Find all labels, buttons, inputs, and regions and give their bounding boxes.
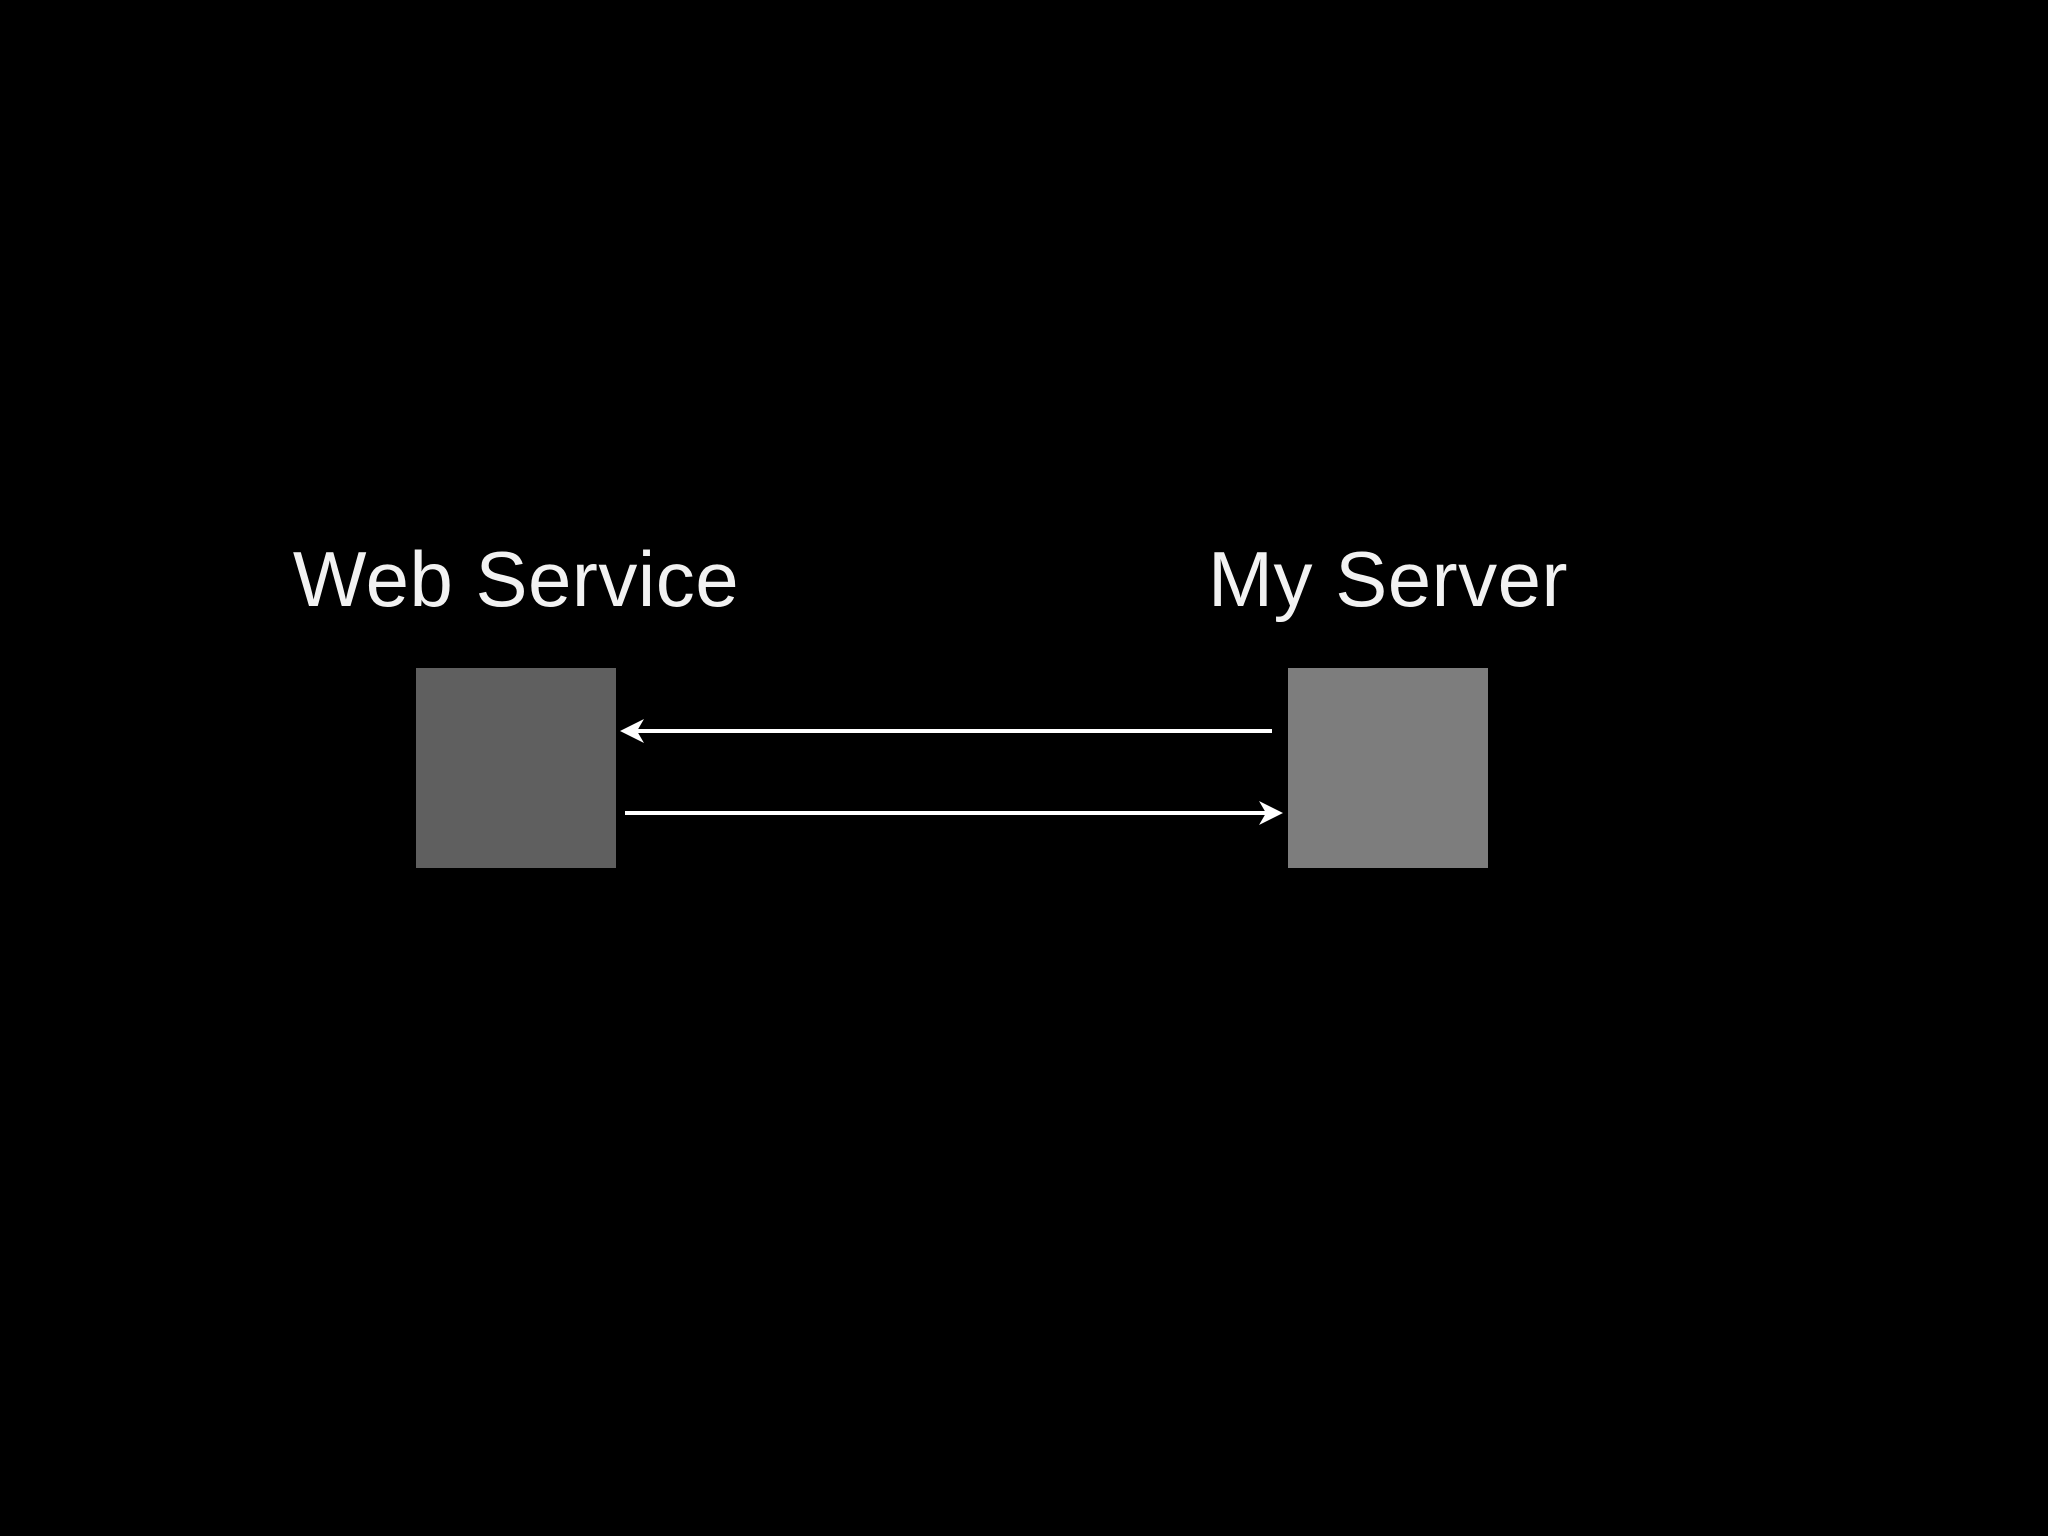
- arrowhead-right-icon: [1259, 801, 1283, 825]
- arrow-my-server-to-web-service: [620, 719, 1272, 743]
- node-label-my-server: My Server: [1208, 535, 1568, 623]
- arrow-web-service-to-my-server: [625, 801, 1283, 825]
- node-box-my-server: [1288, 668, 1488, 868]
- arrowhead-left-icon: [620, 719, 644, 743]
- node-label-web-service: Web Service: [292, 535, 740, 623]
- node-box-web-service: [416, 668, 616, 868]
